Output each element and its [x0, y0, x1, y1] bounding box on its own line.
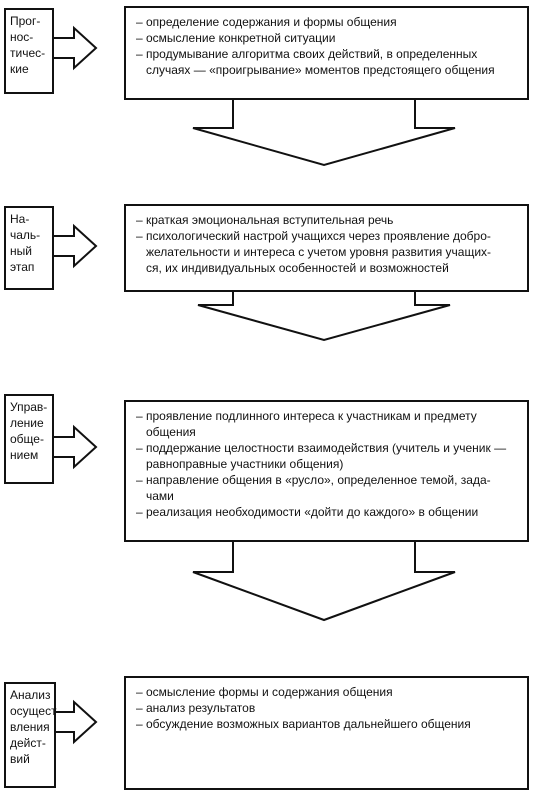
list-item: – осмысление формы и содержания общения: [136, 685, 393, 699]
stage-label-line: ный: [10, 244, 32, 258]
content-box-initial: – краткая эмоциональная вступительная ре…: [124, 204, 529, 292]
stage-label-line: тичес-: [10, 46, 46, 60]
stage-label-prognostic: Прог- нос- тичес- кие: [4, 8, 54, 94]
right-arrow-3: [51, 424, 98, 470]
list-item: – краткая эмоциональная вступительная ре…: [136, 213, 394, 227]
down-arrow-2: [197, 289, 451, 342]
stage-label-line: нием: [10, 448, 39, 462]
list-item: – обсуждение возможных вариантов дальней…: [136, 717, 471, 731]
stage-label-line: этап: [10, 260, 35, 274]
stage-label-line: осущест-: [10, 704, 61, 718]
list-item: – осмысление конкретной ситуации: [136, 31, 336, 45]
content-box-management: – проявление подлинного интереса к участ…: [124, 400, 529, 542]
list-item: – поддержание целостности взаимодействия…: [136, 441, 507, 471]
down-arrow-3: [192, 539, 456, 622]
list-item: – определение содержания и формы общения: [136, 15, 397, 29]
right-arrow-2: [51, 223, 98, 269]
stage-label-line: нос-: [10, 30, 34, 44]
stage-label-analysis: Анализ осущест- вления дейст- вий: [4, 682, 61, 788]
list-item: – реализация необходимости «дойти до каж…: [136, 505, 479, 519]
stage-label-management: Управ- ление обще- нием: [4, 394, 54, 484]
right-arrow-1: [51, 25, 98, 71]
list-item: – направление общения в «русло», определ…: [136, 473, 491, 503]
stage-label-line: Анализ: [10, 688, 51, 702]
stage-label-line: обще-: [10, 432, 44, 446]
stage-label-line: Прог-: [10, 14, 41, 28]
stage-label-line: чаль-: [10, 228, 41, 242]
list-item: – проявление подлинного интереса к участ…: [136, 409, 477, 439]
stage-label-line: дейст-: [10, 736, 46, 750]
content-box-analysis: – осмысление формы и содержания общения …: [124, 676, 529, 790]
list-item: – психологический настрой учащихся через…: [136, 229, 492, 275]
stage-label-initial: На- чаль- ный этап: [4, 206, 54, 290]
down-arrow-1: [192, 97, 456, 167]
stage-label-line: Управ-: [10, 400, 48, 414]
stage-label-line: вий: [10, 752, 30, 766]
stage-label-line: кие: [10, 62, 29, 76]
stage-label-line: ление: [10, 416, 44, 430]
list-item: – продумывание алгоритма своих действий,…: [136, 47, 495, 77]
content-box-prognostic: – определение содержания и формы общения…: [124, 6, 529, 100]
stage-label-line: На-: [10, 212, 30, 226]
list-item: – анализ результатов: [136, 701, 256, 715]
stage-label-line: вления: [10, 720, 50, 734]
